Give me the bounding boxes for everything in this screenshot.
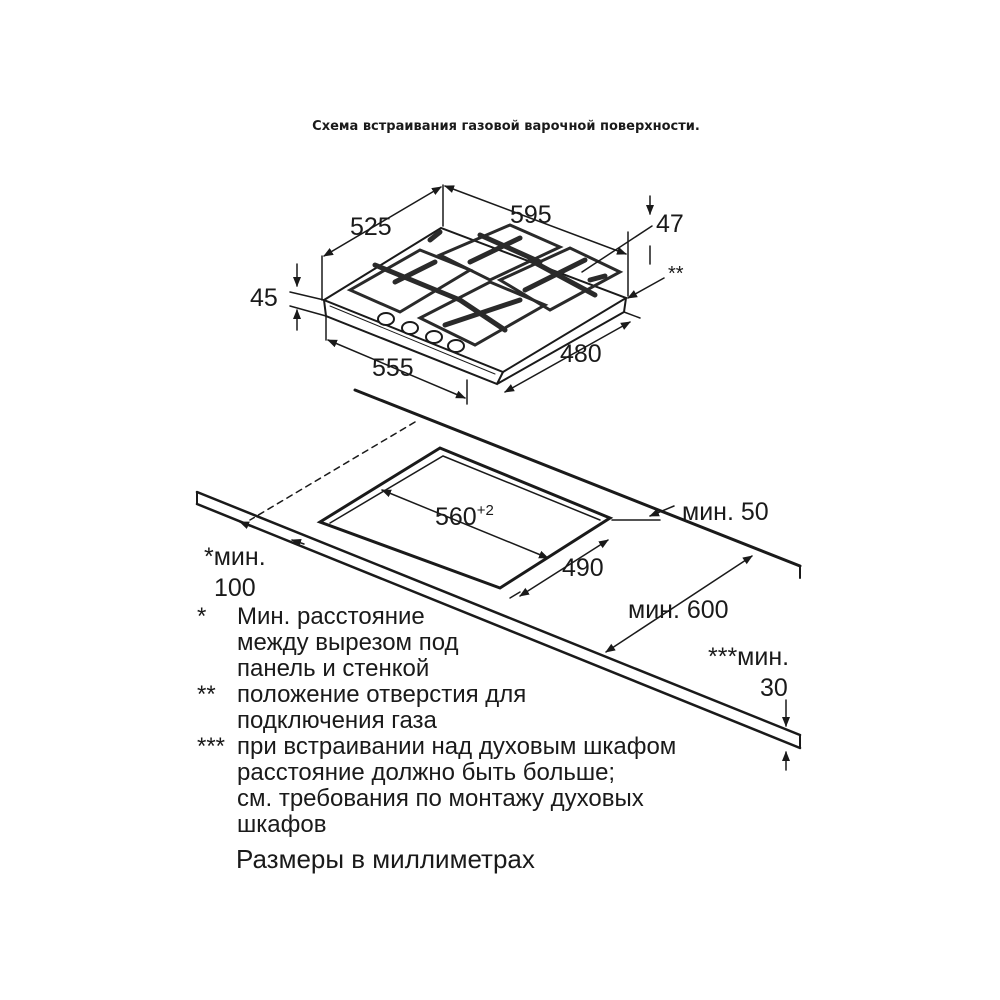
- dim-label-wall-clearance-line1: *мин.: [204, 543, 266, 571]
- dim-line-525: [323, 186, 442, 257]
- knob-4: [447, 339, 465, 353]
- footnote-text: положение отверстия для: [237, 681, 527, 708]
- units-note: Размеры в миллиметрах: [236, 844, 535, 874]
- dim-label-wall-clearance-line2: 100: [214, 574, 256, 602]
- dim-line-600: [605, 555, 753, 653]
- gas-position-line: [627, 277, 665, 299]
- footnote-mark: ***: [197, 733, 226, 760]
- footnote-mark: *: [197, 603, 207, 630]
- dim-label-min-600: мин. 600: [628, 596, 729, 624]
- footnote-text: подключения газа: [237, 707, 437, 734]
- footnote-text: панель и стенкой: [237, 655, 430, 682]
- dim-line-490: [519, 539, 609, 597]
- footnote-text: шкафов: [237, 811, 327, 838]
- dim-label-47: 47: [656, 210, 684, 238]
- countertop-drawing: [195, 388, 802, 771]
- knob-2: [401, 321, 419, 335]
- countertop-back-edge: [353, 388, 802, 568]
- dim-line-480: [504, 321, 631, 393]
- footnote-3: *** при встраивании над духовым шкафом р…: [197, 734, 797, 838]
- footnote-text: между вырезом под: [237, 629, 459, 656]
- cutout-opening: [316, 446, 614, 590]
- footnote-text: расстояние должно быть больше;: [237, 759, 616, 786]
- dim-label-595: 595: [510, 201, 552, 229]
- footnote-text: при встраивании над духовым шкафом: [237, 733, 677, 760]
- knob-3: [425, 330, 443, 344]
- hob-dimension-lines: [289, 184, 665, 405]
- dim-label-oven-clearance-line2: 30: [760, 674, 788, 702]
- footnote-2: ** положение отверстия для подключения г…: [197, 682, 797, 734]
- diagram-title: Схема встраивания газовой варочной повер…: [312, 119, 700, 134]
- footnote-mark: **: [197, 681, 216, 708]
- dim-label-555: 555: [372, 354, 414, 382]
- gas-connection-marker: **: [668, 263, 684, 285]
- hob-drawing: [289, 184, 665, 405]
- knob-1: [377, 312, 395, 326]
- dim-label-560: 560+2: [435, 502, 494, 531]
- dim-line-595: [444, 185, 627, 255]
- footnote-1: * Мин. расстояние между вырезом под пане…: [197, 604, 797, 682]
- dim-line-555: [327, 339, 466, 399]
- dim-label-45: 45: [250, 284, 278, 312]
- dim-label-oven-clearance-line1: ***мин.: [708, 643, 789, 671]
- dim-label-525: 525: [350, 213, 392, 241]
- dim-label-min-50: мин. 50: [682, 498, 769, 526]
- footnote-legend: * Мин. расстояние между вырезом под пане…: [197, 604, 797, 838]
- dim-label-480: 480: [560, 340, 602, 368]
- dim-label-490: 490: [562, 554, 604, 582]
- footnote-text: см. требования по монтажу духовых: [237, 785, 644, 812]
- wall-reference-dashed: [249, 421, 416, 521]
- footnote-text: Мин. расстояние: [237, 603, 425, 630]
